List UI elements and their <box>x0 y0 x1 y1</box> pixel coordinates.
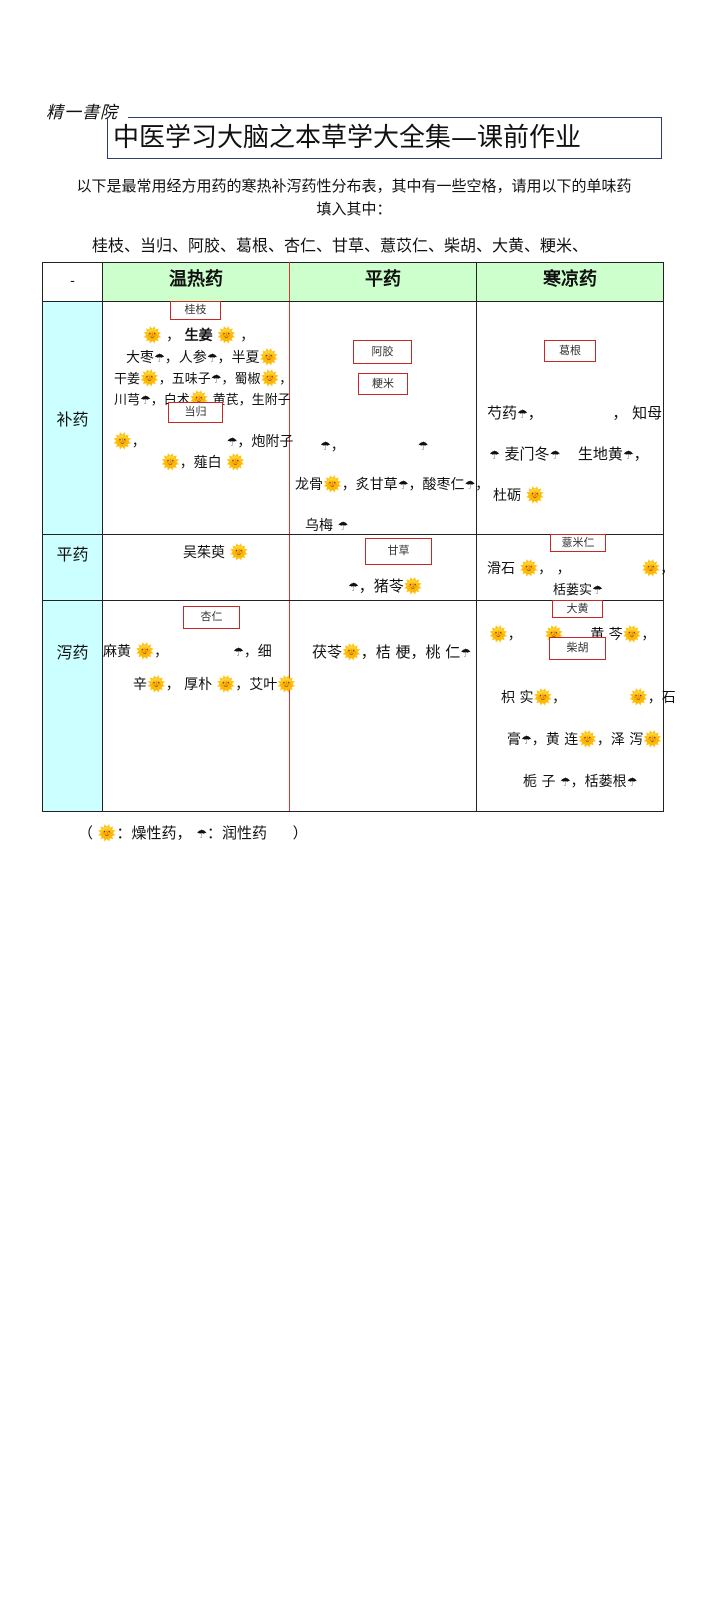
umbrella-icon: ☂ <box>417 439 429 453</box>
cell-purge-neutral: 茯苓🌞，桔 梗，桃 仁☂ <box>289 600 477 812</box>
answer-box[interactable]: 甘草 <box>365 538 432 565</box>
umbrella-icon: ☂ <box>337 519 349 533</box>
umbrella-icon: ☂ <box>206 351 218 365</box>
cell-neutral-warm: 吴茱萸 🌞 <box>102 534 290 601</box>
umbrella-icon: ☂ <box>348 580 359 594</box>
column-header-warm: 温热药 <box>102 262 290 302</box>
umbrella-icon: ☂ <box>196 827 208 841</box>
sun-icon: 🌞 <box>403 577 423 595</box>
answer-box[interactable]: 桂枝 <box>170 301 221 320</box>
umbrella-icon: ☂ <box>226 435 238 449</box>
sun-icon: 🌞 <box>641 559 661 577</box>
umbrella-icon: ☂ <box>559 775 571 789</box>
umbrella-icon: ☂ <box>521 733 532 747</box>
umbrella-icon: ☂ <box>320 439 331 453</box>
cell-purge-cold: 大黄 🌞， 🌞 黄 芩🌞， 柴胡 枳 实🌞， 🌞，石 膏☂，黄 连🌞，泽 泻🌞 … <box>476 600 676 812</box>
umbrella-icon: ☂ <box>622 448 634 462</box>
column-header-neutral: 平药 <box>289 262 477 302</box>
sun-icon: 🌞 <box>140 369 159 387</box>
answer-box[interactable]: 粳米 <box>358 373 408 395</box>
umbrella-icon: ☂ <box>489 448 500 462</box>
sun-icon: 🌞 <box>217 326 236 344</box>
header-rule <box>128 117 662 118</box>
sun-icon: 🌞 <box>342 643 361 661</box>
cell-neutral-cold: 薏米仁 滑石 🌞， ， 🌞， 栝蒌实☂ <box>476 534 674 601</box>
sun-icon: 🌞 <box>643 730 663 748</box>
cell-purge-warm: 杏仁 麻黄 🌞， ☂，细 辛🌞， 厚朴 🌞，艾叶🌞 <box>102 600 296 812</box>
sun-icon: 🌞 <box>533 688 553 706</box>
answer-box[interactable]: 柴胡 <box>549 637 606 660</box>
legend-dry-label: ：燥性药， <box>116 824 192 842</box>
umbrella-icon: ☂ <box>517 407 528 421</box>
sun-icon: 🌞 <box>97 824 117 842</box>
answer-box[interactable]: 大黄 <box>552 600 603 618</box>
sun-icon: 🌞 <box>229 543 249 561</box>
cell-tonify-warm: 桂枝 🌞 ， 生姜 🌞 ， 大枣☂，人参☂，半夏🌞 干姜🌞，五味子☂，蜀椒🌞， … <box>102 301 293 535</box>
cell-neutral-neutral: 甘草 ☂，猪苓🌞 <box>289 534 477 601</box>
school-logo: 精一書院 <box>46 103 118 123</box>
row-header-purge: 泻药 <box>42 600 103 812</box>
sun-icon: 🌞 <box>113 432 132 450</box>
umbrella-icon: ☂ <box>210 372 222 386</box>
sun-icon: 🌞 <box>147 675 166 693</box>
table-corner: - <box>42 262 103 302</box>
sun-icon: 🌞 <box>135 642 155 660</box>
umbrella-icon: ☂ <box>233 645 244 659</box>
sun-icon: 🌞 <box>226 453 245 471</box>
cell-tonify-neutral: 阿胶 粳米 ☂， ☂ 龙骨🌞，炙甘草☂，酸枣仁☂， 乌梅 ☂ <box>289 301 489 535</box>
sun-icon: 🌞 <box>161 453 180 471</box>
herb-list: 桂枝、当归、阿胶、葛根、杏仁、甘草、薏苡仁、柴胡、大黄、粳米、 <box>92 236 589 255</box>
sun-icon: 🌞 <box>323 475 342 493</box>
sun-icon: 🌞 <box>143 326 162 344</box>
sun-icon: 🌞 <box>260 369 280 387</box>
answer-box[interactable]: 当归 <box>168 402 223 423</box>
sun-icon: 🌞 <box>489 625 508 643</box>
sun-icon: 🌞 <box>578 730 597 748</box>
answer-box[interactable]: 杏仁 <box>183 606 240 629</box>
sun-icon: 🌞 <box>525 486 545 504</box>
herb-property-table: - 温热药 平药 寒凉药 补药 桂枝 🌞 ， 生姜 🌞 ， 大枣☂，人参☂，半夏… <box>42 262 676 812</box>
umbrella-icon: ☂ <box>549 448 561 462</box>
legend-moist-label: ：润性药 <box>207 824 268 842</box>
page-title: 中医学习大脑之本草学大全集—课前作业 <box>107 118 662 159</box>
intro-text: 以下是最常用经方用药的寒热补泻药性分布表，其中有一些空格，请用以下的单味药 填入… <box>40 175 668 221</box>
umbrella-icon: ☂ <box>397 478 409 492</box>
sun-icon: 🌞 <box>622 625 642 643</box>
cell-tonify-cold: 葛根 芍药☂， ， 知母 ☂ 麦门冬☂ 生地黄☂， 杜砺 🌞 <box>476 301 664 535</box>
intro-line-1: 以下是最常用经方用药的寒热补泻药性分布表，其中有一些空格，请用以下的单味药 <box>76 177 632 195</box>
sun-icon: 🌞 <box>519 559 539 577</box>
umbrella-icon: ☂ <box>154 351 165 365</box>
legend: （ 🌞：燥性药， ☂：润性药 ） <box>78 824 308 842</box>
umbrella-icon: ☂ <box>140 393 151 407</box>
umbrella-icon: ☂ <box>460 646 472 660</box>
umbrella-icon: ☂ <box>626 775 638 789</box>
sun-icon: 🌞 <box>629 688 648 706</box>
umbrella-icon: ☂ <box>592 583 603 597</box>
row-header-tonify: 补药 <box>42 301 103 535</box>
answer-box[interactable]: 葛根 <box>544 340 596 362</box>
sun-icon: 🌞 <box>216 675 236 693</box>
column-header-cold: 寒凉药 <box>476 262 664 302</box>
sun-icon: 🌞 <box>259 348 279 366</box>
answer-box[interactable]: 薏米仁 <box>550 534 606 552</box>
intro-line-2: 填入其中： <box>316 200 392 218</box>
answer-box[interactable]: 阿胶 <box>353 340 412 364</box>
row-header-neutral: 平药 <box>42 534 103 601</box>
umbrella-icon: ☂ <box>464 478 476 492</box>
